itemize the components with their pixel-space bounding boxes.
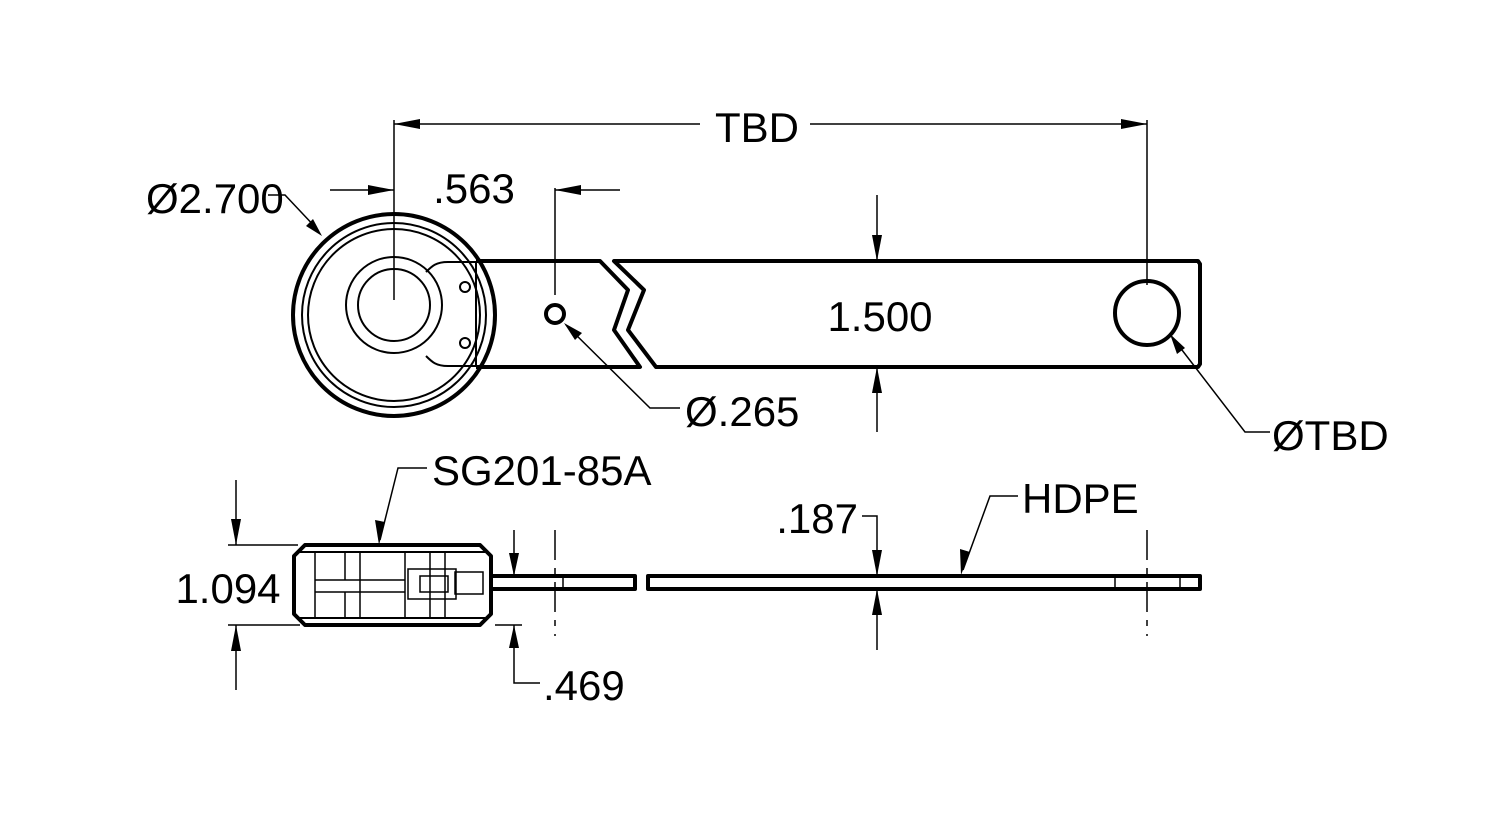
end-hole-leader: [1171, 336, 1270, 433]
small-hole-leader: [565, 324, 680, 409]
hub-clip: [425, 261, 477, 367]
side-view: SG201-85A 1.094 .469 .187 HDPE: [175, 447, 1202, 709]
offset-arrow-right: [555, 185, 581, 195]
part-number-label: SG201-85A: [432, 447, 651, 494]
length-label: TBD: [715, 104, 799, 151]
material-label: HDPE: [1022, 475, 1139, 522]
outer-diameter-leader: [268, 194, 319, 231]
arm-left-segment: [476, 259, 642, 369]
part-number-arrow: [375, 520, 385, 545]
length-arrow-right: [1121, 119, 1147, 129]
hub-offset-arrow-bottom: [509, 625, 519, 648]
arm-right-segment: [612, 259, 1202, 369]
arm-side-right: [646, 574, 1202, 591]
offset-arrow-left: [368, 185, 394, 195]
hub-offset-dim-bottom: [513, 625, 540, 684]
outer-diameter-label: Ø2.700: [146, 175, 284, 222]
hub-height-arrow-top: [231, 519, 241, 545]
small-hole: [544, 303, 566, 325]
end-hole-label: ØTBD: [1272, 412, 1389, 459]
clip-pin-bottom: [459, 337, 471, 349]
small-hole-label: Ø.265: [685, 388, 799, 435]
end-hole-arrow: [1170, 334, 1185, 354]
small-hole-arrow: [564, 323, 582, 340]
length-arrow-left: [394, 119, 420, 129]
clip-pin-top: [459, 281, 471, 293]
thickness-arrow-bottom: [872, 589, 882, 615]
offset-label: .563: [433, 165, 515, 212]
hub-offset-label: .469: [543, 662, 625, 709]
part-number-leader: [379, 467, 427, 541]
end-hole: [1113, 279, 1181, 347]
material-leader: [962, 495, 1018, 571]
hub-internal-features: [314, 552, 484, 618]
thickness-arrow-top: [872, 550, 882, 576]
width-label: 1.500: [827, 293, 932, 340]
thickness-label: .187: [776, 495, 858, 542]
hub-side-body: [292, 543, 493, 627]
hub-offset-arrow-top: [509, 553, 519, 576]
top-view: TBD .563 Ø2.700 1.500 Ø.265 ØTBD: [146, 104, 1389, 459]
outer-diameter-arrow: [306, 219, 322, 236]
hub-height-arrow-bottom: [231, 625, 241, 651]
material-arrow: [960, 549, 970, 575]
width-arrow-bottom: [872, 367, 882, 393]
thickness-leader: [862, 515, 878, 576]
hub-height-label: 1.094: [175, 565, 280, 612]
width-arrow-top: [872, 235, 882, 261]
